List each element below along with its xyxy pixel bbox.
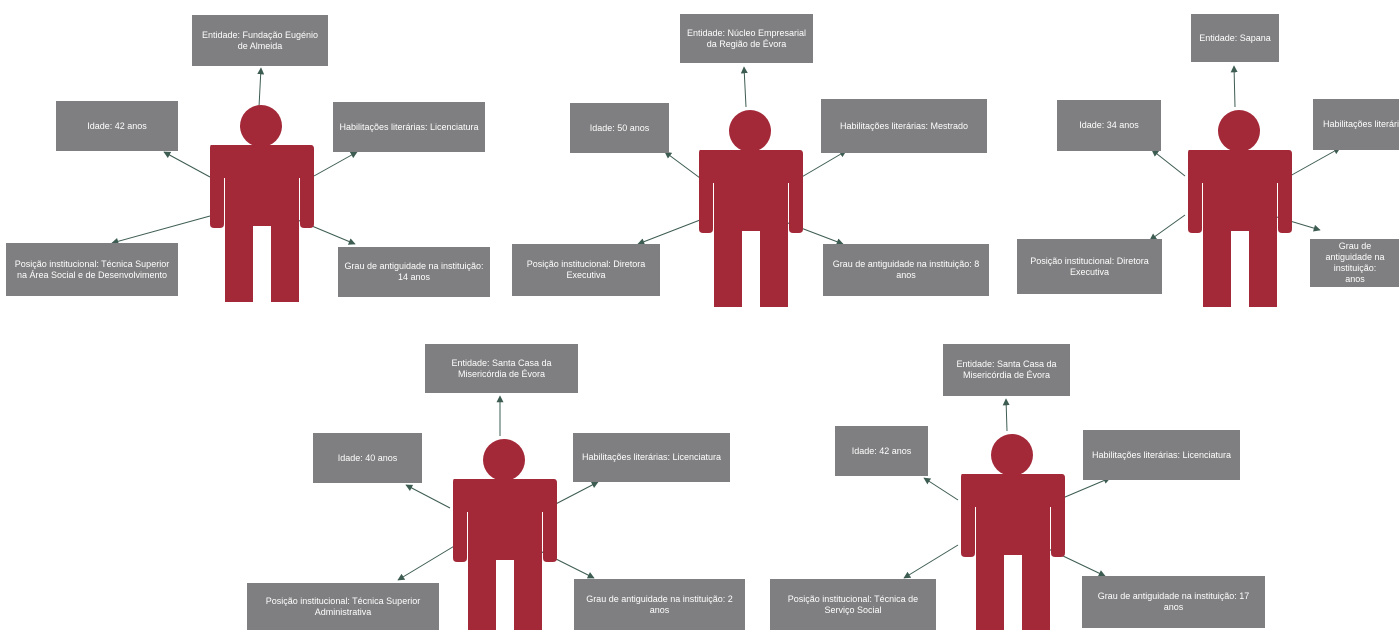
person-icon (210, 105, 314, 302)
connector-arrow (111, 215, 211, 245)
seniority-box: Grau de antiguidade na instituição: 2 an… (574, 579, 745, 630)
connector-arrow (923, 477, 959, 501)
connector-arrow (1289, 147, 1341, 177)
connector-arrow (1149, 214, 1186, 241)
seniority-box: Grau de antiguidade na instituição: 8 an… (823, 244, 989, 296)
position-box: Posição institucional: Diretora Executiv… (1017, 239, 1162, 294)
position-box: Posição institucional: Diretora Executiv… (512, 244, 660, 296)
age-box: Idade: 50 anos (570, 103, 669, 153)
seniority-box: Grau de antiguidade na instituição: 17 a… (1082, 576, 1265, 628)
education-box: Habilitações literárias: Licenciatura (333, 102, 485, 152)
connector-arrow (1151, 149, 1186, 177)
connector-arrow (1002, 398, 1010, 432)
person-icon (453, 439, 557, 630)
person-icon (1188, 110, 1292, 307)
seniority-box: Grau de antiguidade na instituição: anos (1310, 239, 1399, 287)
connector-arrow (1230, 65, 1238, 108)
entity-box: Entidade: Sapana (1191, 14, 1279, 62)
age-box: Idade: 42 anos (56, 101, 178, 151)
person-icon (699, 110, 803, 307)
connector-arrow (163, 151, 211, 178)
education-box: Habilitações literárias: Licenciatura (1313, 99, 1399, 150)
connector-arrow (740, 66, 748, 108)
entity-box: Entidade: Santa Casa da Misericórdia de … (425, 344, 578, 393)
connector-arrow (664, 151, 701, 179)
education-box: Habilitações literárias: Mestrado (821, 99, 987, 153)
age-box: Idade: 42 anos (835, 426, 928, 476)
connector-arrow (397, 544, 457, 581)
person-icon (961, 434, 1065, 630)
age-box: Idade: 40 anos (313, 433, 422, 483)
connector-arrow (903, 544, 959, 579)
position-box: Posição institucional: Técnica Superior … (6, 243, 178, 296)
connector-arrow (313, 151, 358, 177)
entity-box: Entidade: Núcleo Empresarial da Região d… (680, 14, 813, 63)
entity-box: Entidade: Fundação Eugénio de Almeida (192, 15, 328, 66)
position-box: Posição institucional: Técnica Superior … (247, 583, 439, 630)
age-box: Idade: 34 anos (1057, 100, 1161, 151)
education-box: Habilitações literárias: Licenciatura (1083, 430, 1240, 480)
position-box: Posição institucional: Técnica de Serviç… (770, 579, 936, 630)
seniority-box: Grau de antiguidade na instituição: 14 a… (338, 247, 490, 297)
connector-arrow (799, 150, 847, 179)
entity-box: Entidade: Santa Casa da Misericórdia de … (943, 344, 1070, 396)
education-box: Habilitações literárias: Licenciatura (573, 433, 730, 482)
connector-arrow (637, 219, 701, 245)
connector-arrow (405, 484, 451, 509)
